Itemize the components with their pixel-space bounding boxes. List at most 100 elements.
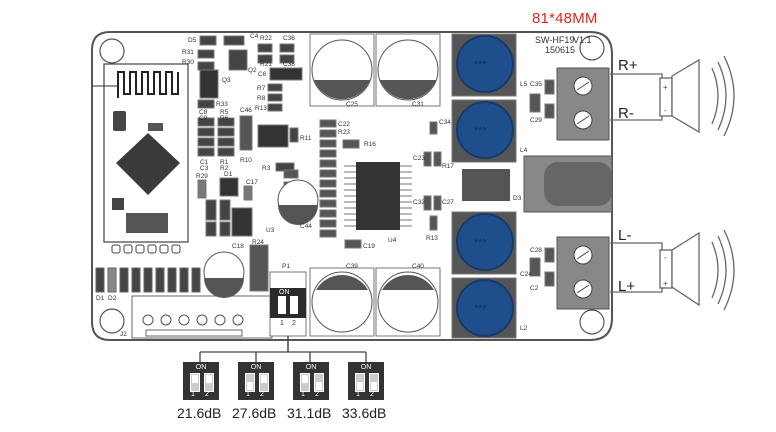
dc-jack (523, 155, 613, 213)
inductor-l2 (451, 277, 517, 339)
label-c18: C18 (232, 243, 244, 250)
switch-pin-label: 1 (246, 391, 250, 398)
label-r22: R22 (260, 35, 272, 42)
speaker-left (610, 229, 735, 311)
switch-pin-label: 1 (301, 391, 305, 398)
switch-on-label: ON (195, 364, 207, 371)
component-labels: D5 R31 R30 Q3 R33 C8 C9 R5 R6 C46 C4 R22… (96, 33, 542, 338)
amp-chip-u4 (344, 162, 412, 230)
label-l-plus: L+ (618, 278, 635, 295)
p1-pin1: 1 (280, 320, 284, 327)
gain-switch-3: ON 1 2 (293, 362, 329, 400)
inductor-l5 (451, 33, 517, 97)
label-r7: R7 (257, 85, 266, 92)
inductor-mark: *** (474, 59, 488, 71)
switch-slot-1 (300, 373, 310, 392)
switch-pin-label: 1 (191, 391, 195, 398)
inductor-l3 (451, 211, 517, 275)
label-l2: L2 (520, 325, 528, 332)
label-l4: L4 (520, 147, 528, 154)
dip-switch-p1 (269, 271, 307, 337)
smd-components (197, 35, 303, 292)
switch-pin-label: 2 (260, 391, 264, 398)
label-q2: Q2 (248, 67, 257, 74)
inductor-mark: *** (474, 125, 488, 137)
label-r13b: R13 (426, 235, 438, 242)
label-r30: R30 (182, 59, 194, 66)
label-r5: R5 (220, 109, 229, 116)
board-dimensions-title: 81*48MM (532, 10, 598, 27)
label-c39: C39 (346, 263, 358, 270)
label-d5: D5 (188, 37, 197, 44)
label-c3: C3 (200, 165, 209, 172)
gain-tree-lines (199, 351, 367, 362)
label-c8: C8 (199, 109, 208, 116)
label-r10: R10 (240, 157, 252, 164)
j2-connector (131, 295, 273, 339)
inductor-mark: *** (474, 237, 488, 249)
label-d1-led: D1 (96, 295, 105, 302)
switch-slot-2 (259, 373, 269, 392)
label-c38: C38 (283, 61, 295, 68)
switch-slot-1 (355, 373, 365, 392)
label-c6: C6 (258, 71, 267, 78)
label-c31: C31 (412, 101, 424, 108)
label-c40: C40 (412, 263, 424, 270)
label-c17: C17 (246, 179, 258, 186)
mount-hole (99, 38, 125, 64)
label-p1: P1 (282, 263, 290, 270)
label-c44: C44 (300, 223, 312, 230)
capacitor-c44 (277, 179, 319, 225)
switch-pin-label: 2 (205, 391, 209, 398)
switch-knob (247, 382, 253, 390)
gain-switch-1: ON 1 2 (183, 362, 219, 400)
capacitor-c40 (375, 267, 441, 337)
label-r8: R8 (257, 95, 266, 102)
inductor-l4 (451, 99, 517, 163)
switch-pin-label: 2 (370, 391, 374, 398)
label-d3: D3 (513, 195, 522, 202)
gain-label: 33.6dB (342, 405, 387, 421)
label-c46: C46 (240, 107, 252, 114)
led-resistor-row (95, 267, 201, 293)
terminal-block-left (556, 236, 610, 310)
switch-on-label: ON (305, 364, 317, 371)
label-r-minus: R- (618, 105, 634, 122)
label-c25: C25 (346, 101, 358, 108)
switch-knob (316, 382, 322, 390)
label-r31: R31 (182, 49, 194, 56)
p1-on-label: ON (279, 289, 290, 296)
label-c1: C1 (200, 159, 209, 166)
label-c32: C32 (413, 199, 425, 206)
board-version: V1.1 (573, 35, 592, 45)
capacitor-c39 (309, 267, 375, 337)
label-r33: R33 (216, 101, 228, 108)
switch-pin-label: 2 (315, 391, 319, 398)
label-c24: C24 (520, 271, 532, 278)
smd-right (423, 79, 555, 287)
label-d2-led: D2 (108, 295, 117, 302)
switch-slot-2 (204, 373, 214, 392)
bluetooth-module (92, 63, 189, 254)
switch-on-label: ON (360, 364, 372, 371)
label-r13: R13 (255, 105, 267, 112)
label-c27: C27 (442, 199, 454, 206)
speaker-left-plus-pin: + (663, 279, 668, 288)
switch-knob (302, 375, 308, 383)
label-r2: R2 (220, 165, 229, 172)
switch-slot-1 (245, 373, 255, 392)
label-r6: R6 (220, 115, 229, 122)
mount-hole (579, 309, 605, 335)
label-c23: C23 (413, 155, 425, 162)
label-j2: J2 (120, 331, 127, 338)
label-q3: Q3 (222, 77, 231, 84)
label-c29: C29 (530, 117, 542, 124)
label-r3: R3 (262, 165, 271, 172)
terminal-block-right (556, 67, 610, 141)
label-r17: R17 (442, 163, 454, 170)
switch-slot-2 (369, 373, 379, 392)
label-c4: C4 (250, 33, 259, 40)
